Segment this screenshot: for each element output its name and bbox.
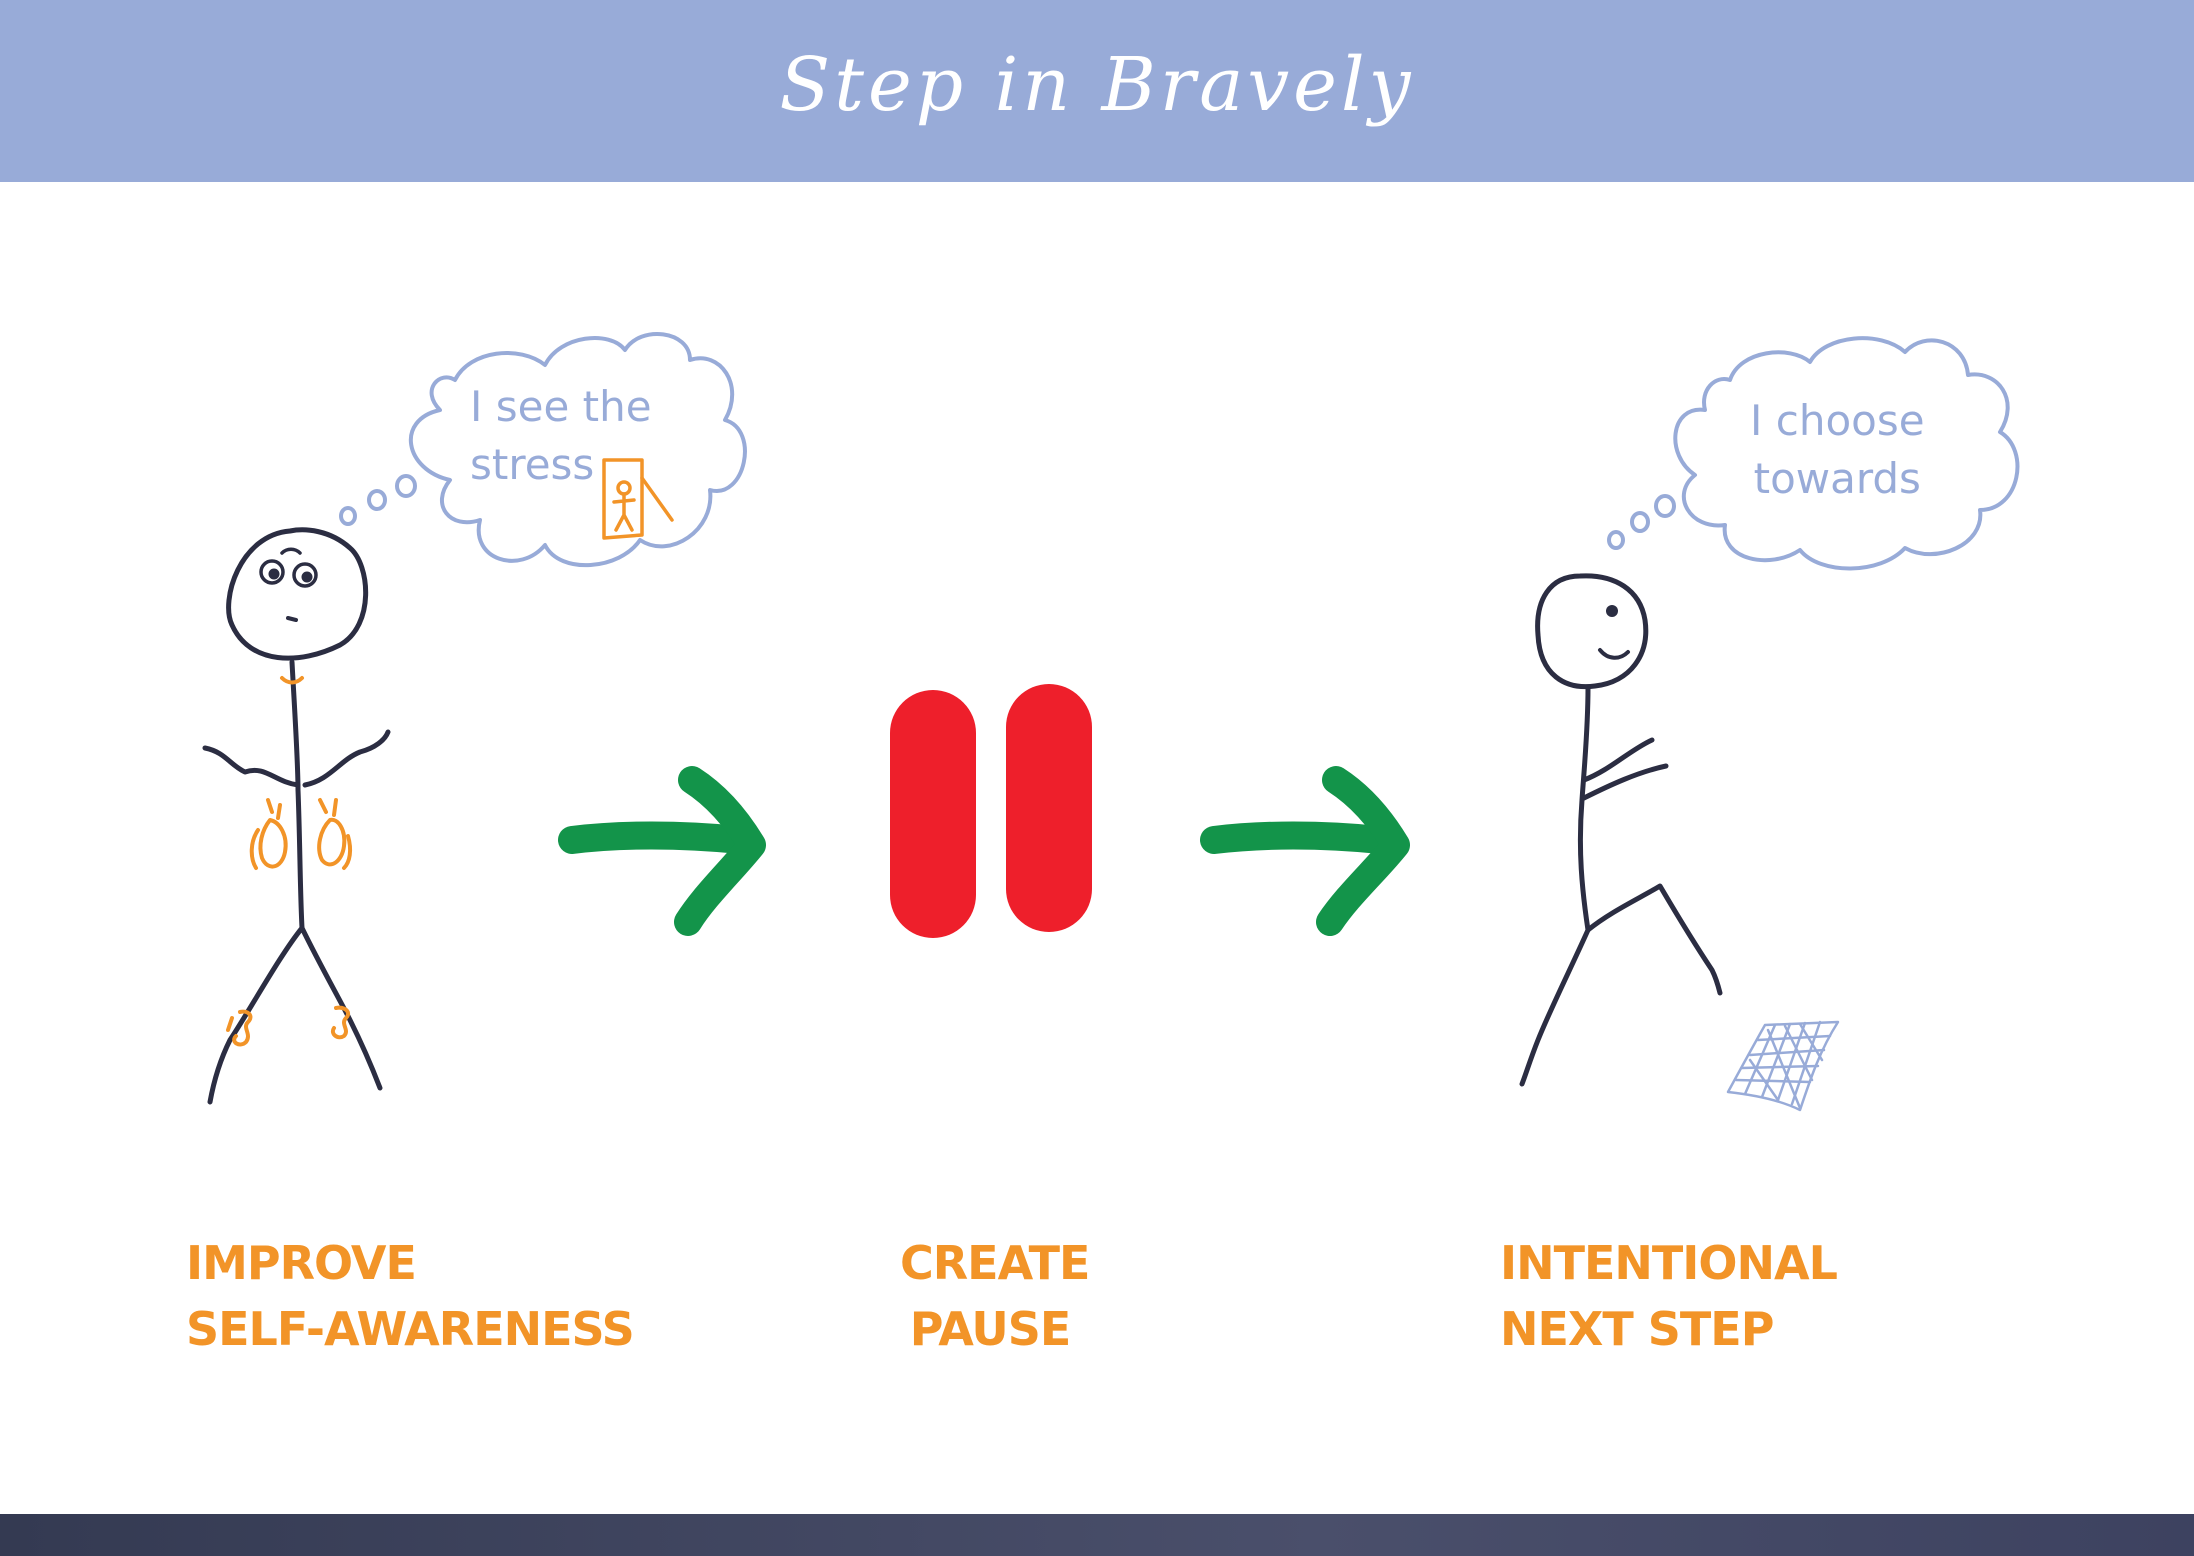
arrow-icon-1 [558,766,766,936]
thought-text-right: I choose towards [1750,392,1925,508]
thought-cloud-right [1607,336,2020,571]
thought-line: stress [470,440,595,489]
step-label-line: INTENTIONAL [1500,1236,1838,1290]
step-label-line: PAUSE [909,1302,1072,1356]
thought-line: I choose [1750,396,1925,445]
thought-text-left: I see the stress [470,378,652,494]
header-banner: Step in Bravely [0,0,2194,182]
thought-line: towards [1753,454,1921,503]
pause-icon [890,684,1092,938]
step-label-line: CREATE [900,1236,1090,1290]
arrow-icon-2 [1200,766,1410,936]
step-label-next-step: INTENTIONAL NEXT STEP [1500,1230,1838,1362]
step-label-line: NEXT STEP [1500,1302,1774,1356]
step-label-line: SELF-AWARENESS [186,1302,635,1356]
step-label-pause: CREATE PAUSE [900,1230,1090,1362]
step-label-line: IMPROVE [186,1236,417,1290]
door-icon [602,458,674,540]
net-icon [1726,1020,1840,1112]
stressed-stick-figure [202,527,391,1105]
footer-bar [0,1514,2194,1556]
page-title: Step in Bravely [779,42,1415,128]
thought-line: I see the [470,382,652,431]
step-label-self-awareness: IMPROVE SELF-AWARENESS [186,1230,635,1362]
walking-stick-figure [1519,573,1723,1087]
stress-marks [226,676,353,1047]
thought-cloud-left [339,332,747,567]
